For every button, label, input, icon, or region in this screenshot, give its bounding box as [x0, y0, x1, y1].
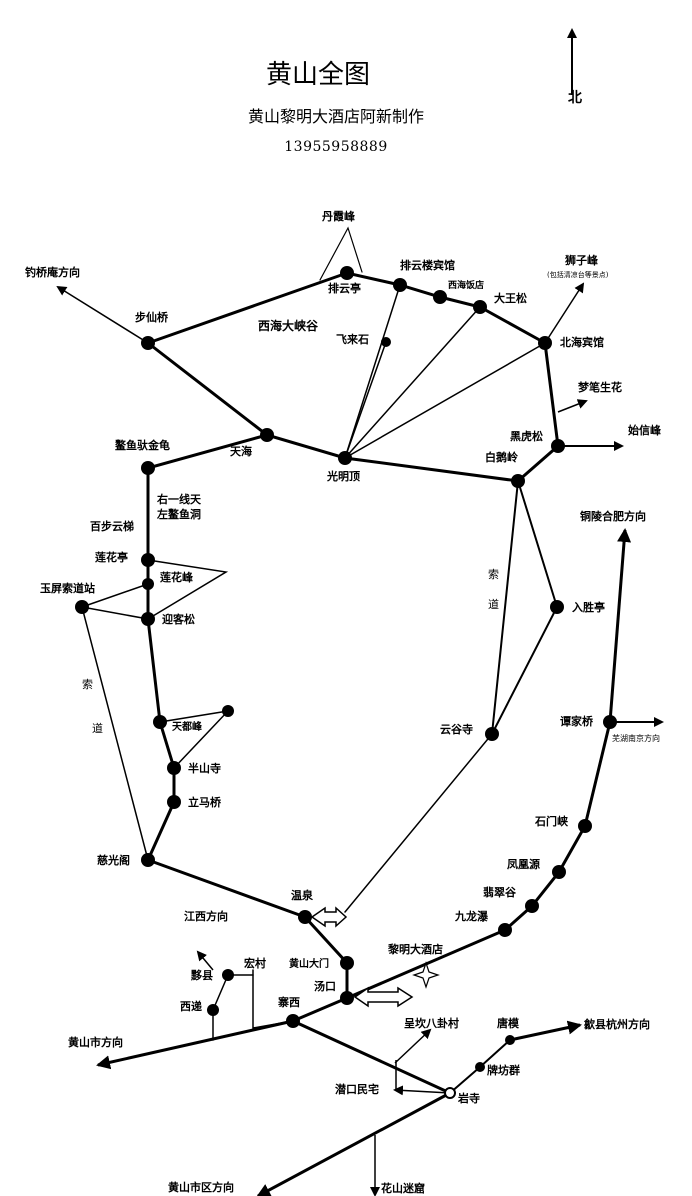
label-yixian: 黟县 — [191, 968, 213, 982]
label-rusheng: 入胜亭 — [572, 600, 605, 614]
label-shexian: 歙县杭州方向 — [583, 1017, 650, 1031]
label-suodao-left-1: 索 — [82, 677, 93, 691]
label-shizifeng-note: (包括清凉台等景点) — [547, 270, 609, 279]
label-shimen: 石门峡 — [534, 814, 569, 828]
label-shizifeng: 狮子峰 — [564, 253, 599, 267]
label-yixiantian-1: 右一线天 — [156, 492, 202, 506]
place-labels: 丹霞峰 排云楼宾馆 排云亭 西海饭店 大王松 狮子峰 (包括清凉台等景点) 钓桥… — [25, 209, 662, 1195]
label-baie: 白鹅岭 — [485, 450, 518, 464]
label-tangmo: 唐模 — [497, 1016, 520, 1030]
contact-phone: 13955958889 — [284, 139, 387, 155]
label-fenghuang: 凤凰源 — [507, 857, 540, 871]
hotel-star-icon — [412, 961, 440, 989]
label-feilai: 飞来石 — [336, 332, 369, 346]
label-shixin: 始信峰 — [628, 423, 662, 437]
label-danxia: 丹霞峰 — [322, 209, 356, 223]
label-baibu: 百步云梯 — [90, 519, 134, 533]
label-heihu: 黑虎松 — [510, 429, 543, 443]
label-paiyunlou: 排云楼宾馆 — [400, 258, 455, 272]
label-tanjia: 谭家桥 — [560, 714, 594, 728]
label-jiangxi: 江西方向 — [184, 909, 228, 923]
label-tangkou: 汤口 — [314, 979, 336, 993]
label-zhaixi: 寨西 — [277, 995, 300, 1009]
map-subtitle: 黄山黎明大酒店阿新制作 — [248, 107, 424, 126]
label-xihai-canyon: 西海大峡谷 — [258, 318, 319, 333]
label-buxian: 步仙桥 — [135, 310, 169, 324]
label-banshan: 半山寺 — [188, 761, 221, 775]
yansi-node — [444, 1087, 456, 1099]
label-yansi: 岩寺 — [457, 1091, 480, 1105]
label-diaoqiao: 钓桥庵方向 — [25, 265, 80, 279]
map-title: 黄山全图 — [266, 60, 370, 90]
label-shiqu: 黄山市区方向 — [168, 1180, 234, 1194]
label-wuhu: 芜湖南京方向 — [612, 733, 660, 743]
label-wenquan: 温泉 — [291, 888, 314, 902]
label-aoyu: 鳌鱼驮金龟 — [115, 438, 170, 452]
label-lianhuating: 莲花亭 — [95, 550, 128, 564]
north-label: 北 — [568, 90, 582, 106]
label-tianhai: 天海 — [230, 444, 252, 458]
label-menghua: 梦笔生花 — [578, 380, 622, 394]
label-yingke: 迎客松 — [162, 612, 195, 626]
label-ciguang: 慈光阁 — [97, 853, 130, 867]
label-dawangsong: 大王松 — [494, 291, 527, 305]
label-jiulong: 九龙瀑 — [454, 909, 489, 923]
label-paifang: 牌坊群 — [487, 1063, 520, 1077]
label-suodao-right-1: 索 — [488, 567, 499, 581]
label-huangshandamen: 黄山大门 — [289, 957, 329, 970]
label-qiankou: 潜口民宅 — [335, 1082, 379, 1096]
label-suodao-right-2: 道 — [488, 597, 499, 611]
label-lima: 立马桥 — [188, 795, 222, 809]
label-guangming: 光明顶 — [326, 469, 360, 483]
label-lianhuafeng: 莲花峰 — [160, 570, 194, 584]
label-tongling: 铜陵合肥方向 — [579, 509, 646, 523]
label-huangshanshi: 黄山市方向 — [68, 1035, 123, 1049]
label-yungu: 云谷寺 — [440, 722, 473, 736]
label-tiandu: 天都峰 — [172, 720, 203, 733]
label-beihai: 北海宾馆 — [560, 335, 604, 349]
label-yuping: 玉屏索道站 — [40, 581, 95, 595]
label-yixiantian-2: 左鳌鱼洞 — [156, 507, 201, 521]
label-hongcun: 宏村 — [244, 956, 266, 970]
label-liming: 黎明大酒店 — [388, 942, 443, 956]
label-xinganba: 呈坎八卦村 — [404, 1016, 459, 1030]
label-feicui: 翡翠谷 — [483, 885, 517, 899]
label-xidi: 西递 — [180, 999, 202, 1013]
label-xihaifandian: 西海饭店 — [448, 279, 484, 291]
label-suodao-left-2: 道 — [92, 721, 103, 735]
label-huashan: 花山迷窟 — [381, 1181, 425, 1195]
bridge-arrows — [310, 906, 414, 1008]
scenic-nodes — [75, 266, 617, 1072]
label-paiyunting: 排云亭 — [328, 281, 361, 295]
direction-arrows — [56, 282, 664, 1196]
